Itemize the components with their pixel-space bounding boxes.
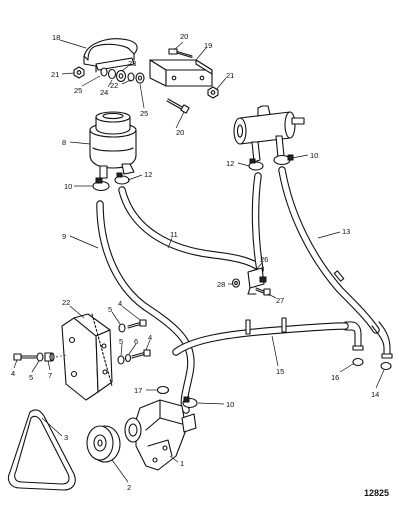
callout-14: 14 — [371, 390, 379, 399]
bolt-20a — [168, 48, 193, 59]
figure-number: 12825 — [364, 488, 389, 498]
pulley-2 — [86, 425, 121, 463]
washer-28 — [231, 278, 241, 288]
callout-12: 12 — [144, 170, 152, 179]
support-clip-26 — [247, 267, 267, 295]
washer-5-left — [36, 352, 44, 362]
callout-10: 10 — [64, 182, 72, 191]
callout-2: 2 — [127, 483, 131, 492]
callout-8: 8 — [62, 138, 66, 147]
bracket-strap-18 — [83, 38, 138, 73]
clamp-10-reservoir — [92, 177, 110, 192]
callout-27: 27 — [276, 296, 284, 305]
callout-23: 23 — [128, 59, 136, 68]
washer-5-upper — [118, 323, 126, 333]
spacer-7 — [44, 352, 55, 362]
callout-labels: 18 21 25 24 23 22 25 20 19 21 20 8 12 10… — [11, 32, 389, 498]
metal-tube-15 — [344, 321, 364, 351]
leader-lines — [13, 39, 385, 483]
callout-17: 17 — [134, 386, 142, 395]
callout-11: 11 — [170, 230, 178, 239]
washer-stack-24-25 — [100, 67, 145, 84]
bolt-4-lower — [131, 349, 151, 359]
hose-11 — [118, 186, 264, 272]
callout-4: 4 — [148, 333, 152, 342]
callout-3: 3 — [64, 433, 68, 442]
bolt-axis — [55, 354, 67, 358]
hose-15 — [172, 322, 349, 356]
nut-21b — [207, 86, 219, 99]
callout-5: 5 — [119, 337, 123, 346]
callout-13: 13 — [342, 227, 350, 236]
callout-28: 28 — [217, 280, 225, 289]
callout-15: 15 — [276, 367, 284, 376]
callout-18: 18 — [52, 33, 60, 42]
hose-sleeve — [333, 270, 345, 282]
metal-tube-13 — [371, 321, 393, 359]
pump-bracket-22 — [61, 313, 113, 401]
callout-22: 22 — [62, 298, 70, 307]
callout-4: 4 — [118, 299, 122, 308]
callout-5: 5 — [108, 305, 112, 314]
callout-9: 9 — [62, 232, 66, 241]
hose-13 — [278, 166, 380, 334]
callout-5: 5 — [29, 373, 33, 382]
oil-cooler — [233, 105, 305, 163]
bolt-4-left — [13, 353, 37, 361]
hose-12-cooler — [251, 172, 264, 274]
power-steering-pump-1 — [124, 399, 197, 471]
hose-sleeve — [281, 317, 287, 333]
callout-24: 24 — [100, 88, 108, 97]
callout-16: 16 — [331, 373, 339, 382]
callout-25: 25 — [74, 86, 82, 95]
bolt-20b — [166, 98, 190, 114]
callout-21: 21 — [51, 70, 59, 79]
bolt-4-upper — [127, 319, 147, 329]
washer-5-lower — [117, 355, 125, 365]
clamp-12-reservoir — [114, 172, 130, 185]
callout-26: 26 — [260, 255, 268, 264]
callout-7: 7 — [48, 371, 52, 380]
callout-6: 6 — [134, 337, 138, 346]
callout-20: 20 — [180, 32, 188, 41]
hose-9 — [96, 200, 195, 414]
o-ring-17 — [156, 385, 170, 395]
o-ring-14 — [380, 361, 392, 371]
callout-22: 22 — [110, 81, 118, 90]
callout-10: 10 — [310, 151, 318, 160]
reservoir-8 — [89, 111, 137, 179]
screw-27 — [255, 287, 271, 296]
callout-1: 1 — [180, 459, 184, 468]
washer-6 — [124, 353, 132, 363]
callout-19: 19 — [204, 41, 212, 50]
callout-10: 10 — [226, 400, 234, 409]
hose-sleeve — [245, 319, 251, 335]
clamp-10-pump — [182, 396, 198, 409]
o-ring-16 — [352, 357, 364, 367]
nut-21a — [73, 66, 85, 79]
callout-12: 12 — [226, 159, 234, 168]
callout-21: 21 — [226, 71, 234, 80]
callout-4: 4 — [11, 369, 15, 378]
clamp-10-cooler — [273, 154, 294, 166]
callout-20: 20 — [176, 128, 184, 137]
bracket-19 — [149, 59, 213, 87]
callout-25: 25 — [140, 109, 148, 118]
drive-belt-3 — [7, 409, 76, 491]
